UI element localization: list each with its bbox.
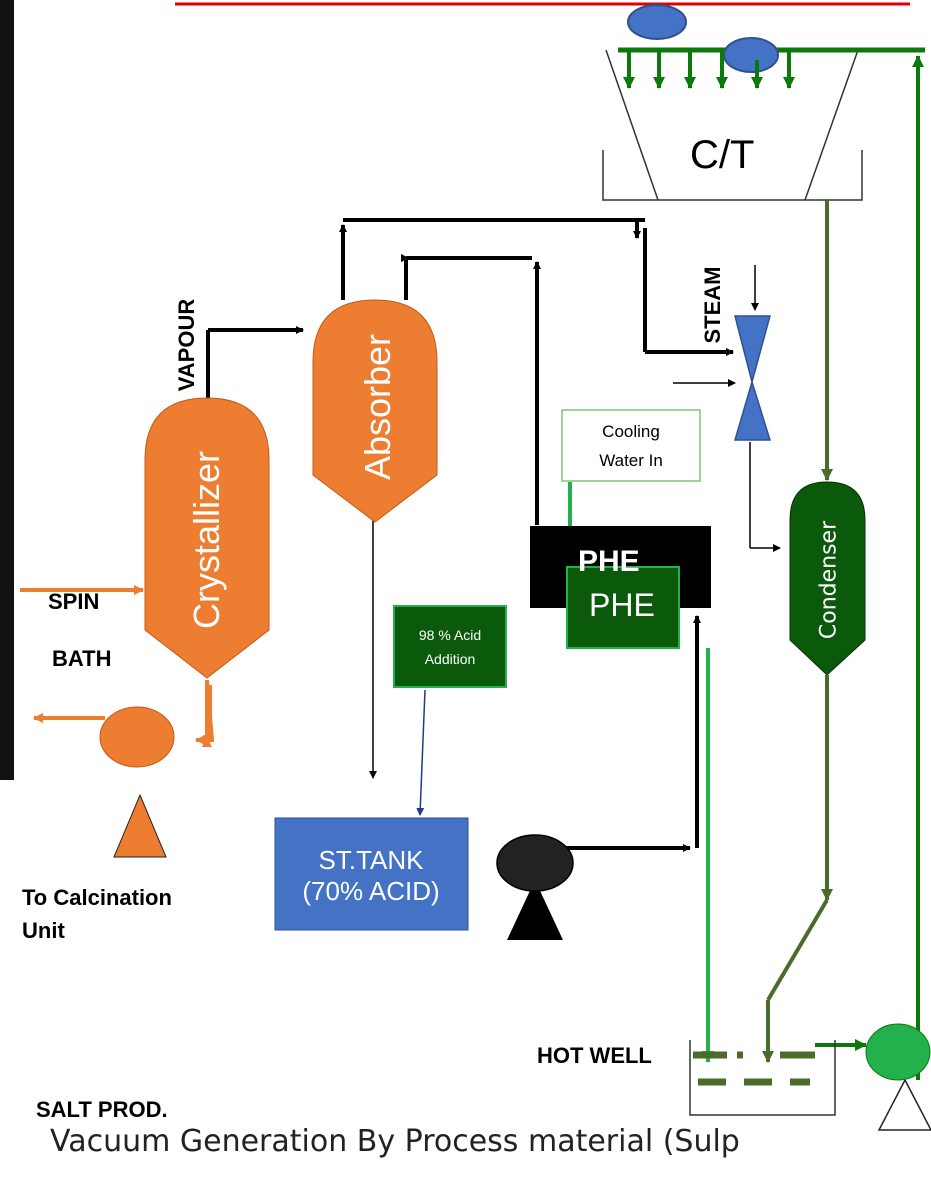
phe-front-label: PHE — [589, 587, 655, 623]
to-calcination-label-line1: To Calcination — [22, 885, 172, 910]
salt-prod-label: SALT PROD. — [36, 1097, 168, 1122]
phe-back-label: PHE — [578, 545, 640, 578]
to-calcination-label-line2: Unit — [22, 918, 65, 943]
condenser-vessel — [789, 481, 866, 676]
acid-addition-label-line2: Addition — [424, 651, 476, 667]
absorber-vessel — [312, 299, 438, 523]
hot-well-label: HOT WELL — [537, 1043, 652, 1068]
cooling-tower-fan-top — [627, 4, 687, 40]
cooling-water-in-box — [561, 409, 701, 482]
hot-well-pump — [865, 1023, 931, 1131]
vapour-lines — [206, 218, 734, 852]
storage-tank-label-line2: (70% ACID) — [302, 876, 440, 906]
steam-ejector-top — [734, 315, 771, 385]
salt-pump — [99, 706, 175, 858]
bath-label: BATH — [52, 646, 112, 671]
acid-addition-line — [416, 689, 426, 816]
cooling-water-in-label-line2: Water In — [599, 451, 663, 470]
diagram-caption: Vacuum Generation By Process material (S… — [50, 1124, 740, 1159]
cooling-tower-fan — [723, 37, 779, 73]
absorber-label: Absorber — [357, 333, 398, 481]
storage-tank-label-line1: ST.TANK — [318, 845, 424, 875]
phe-front-block — [566, 566, 680, 649]
cooling-tower-label: C/T — [690, 133, 755, 177]
vapour-label: VAPOUR — [174, 298, 199, 392]
crystallizer-label: Crystallizer — [186, 450, 227, 630]
left-border-strip — [0, 0, 14, 780]
spin-label: SPIN — [48, 589, 100, 614]
storage-tank — [274, 817, 469, 931]
crystallizer-vessel — [144, 397, 270, 679]
spray-arrows — [623, 52, 795, 89]
acid-addition-box — [393, 605, 507, 688]
condenser-label: Condenser — [816, 520, 842, 640]
acid-pump — [496, 834, 574, 940]
steam-label: STEAM — [700, 266, 725, 344]
acid-addition-label-line1: 98 % Acid — [418, 627, 482, 643]
steam-ejector-bottom — [733, 379, 772, 441]
hot-well — [689, 1040, 836, 1116]
cooling-tower — [602, 4, 925, 201]
cooling-water-in-label-line1: Cooling — [602, 422, 660, 441]
